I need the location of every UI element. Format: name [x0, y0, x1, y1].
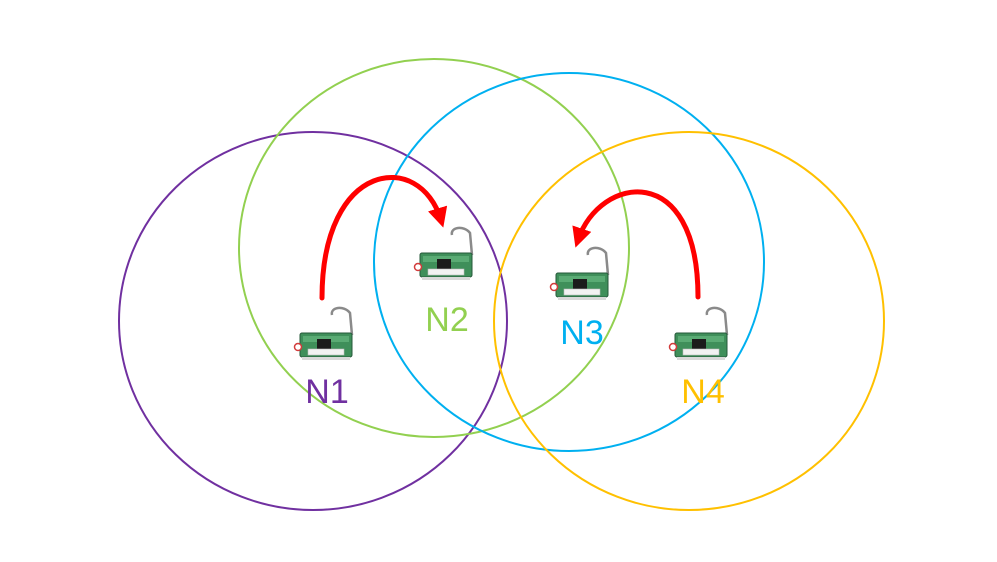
- n2-range-circle: [238, 58, 630, 438]
- n4-range-circle: [493, 131, 885, 511]
- n3-sensor-node-icon: [549, 246, 610, 302]
- n2-sensor-node-icon: [413, 226, 474, 282]
- n3-range-circle: [373, 72, 765, 452]
- n4-sensor-node-icon: [668, 306, 729, 362]
- n2-label: N2: [425, 301, 468, 339]
- n1-label: N1: [305, 373, 348, 411]
- n4-label: N4: [681, 373, 724, 411]
- transmission-arrow-n1-to-n2: [319, 174, 448, 301]
- n3-label: N3: [560, 314, 603, 352]
- n1-range-circle: [118, 131, 508, 511]
- n1-sensor-node-icon: [293, 306, 354, 362]
- transmission-arrow-n4-to-n3: [572, 189, 701, 300]
